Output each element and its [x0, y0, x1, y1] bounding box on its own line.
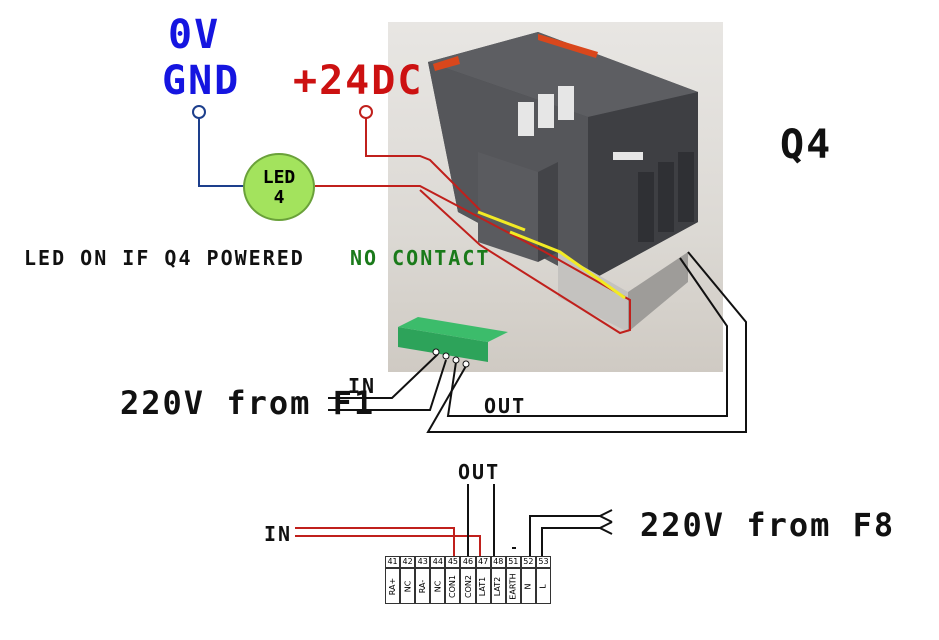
bottom-in-wire-1 [295, 527, 455, 556]
no-contact-label: NO CONTACT [350, 246, 491, 270]
from-f1-label: 220V from F1 [120, 384, 376, 422]
f8-wire-1 [529, 515, 600, 556]
in-wire-1 [328, 353, 439, 399]
plus24-wire [365, 118, 481, 211]
yellow-highlight-upper [477, 210, 526, 232]
terminal-number: 46 [460, 556, 476, 568]
terminal-number: 43 [415, 556, 431, 568]
terminal-number: 52 [520, 556, 536, 568]
out-label-bottom: OUT [458, 460, 501, 484]
led-on-caption: LED ON IF Q4 POWERED [24, 246, 305, 270]
gnd-wire [198, 118, 245, 187]
terminal-name: L [535, 568, 552, 604]
terminal-name: EARTH [505, 568, 521, 604]
gnd-label: GND [162, 58, 241, 104]
bottom-in-wire-2 [295, 535, 481, 556]
terminal-number: 44 [430, 556, 446, 568]
terminal-name: NC [400, 568, 416, 604]
led-wire [315, 185, 631, 335]
terminal-name: RA+ [385, 568, 401, 604]
terminal-number: 47 [475, 556, 491, 568]
gnd-terminal [192, 105, 206, 119]
in-wire-2 [328, 359, 447, 411]
terminal-name: RA- [415, 568, 431, 604]
terminal-number: 53 [535, 556, 552, 568]
out-label-top: OUT [484, 394, 527, 418]
led-label: LED [262, 167, 296, 188]
plus24dc-label: +24DC [293, 58, 424, 104]
plus24-terminal [359, 105, 373, 119]
terminal-number: 51 [505, 556, 521, 568]
in-label-bottom: IN [264, 522, 293, 546]
terminal-name: NC [430, 568, 446, 604]
terminal-number: 42 [400, 556, 416, 568]
f8-wire-2 [541, 527, 600, 556]
terminal-name: LAT2 [490, 568, 506, 604]
led-4-indicator: LED 4 [243, 153, 315, 221]
in-label-top: IN [348, 374, 377, 398]
ov-label: 0V [168, 12, 221, 58]
q4-label: Q4 [780, 122, 833, 168]
terminal-number: 48 [490, 556, 506, 568]
contactor-photo [388, 22, 723, 372]
terminal-name: CON1 [445, 568, 461, 604]
out-wire-1 [446, 257, 728, 417]
yellow-highlight-lower [509, 230, 626, 300]
terminal-number: 45 [445, 556, 461, 568]
terminal-name: LAT1 [475, 568, 491, 604]
out-wire-2 [426, 251, 747, 433]
terminal-name: CON2 [460, 568, 476, 604]
terminal-name: N [520, 568, 536, 604]
from-f8-label: 220V from F8 [640, 506, 896, 544]
led-number: 4 [273, 187, 285, 208]
terminal-number: 41 [385, 556, 401, 568]
